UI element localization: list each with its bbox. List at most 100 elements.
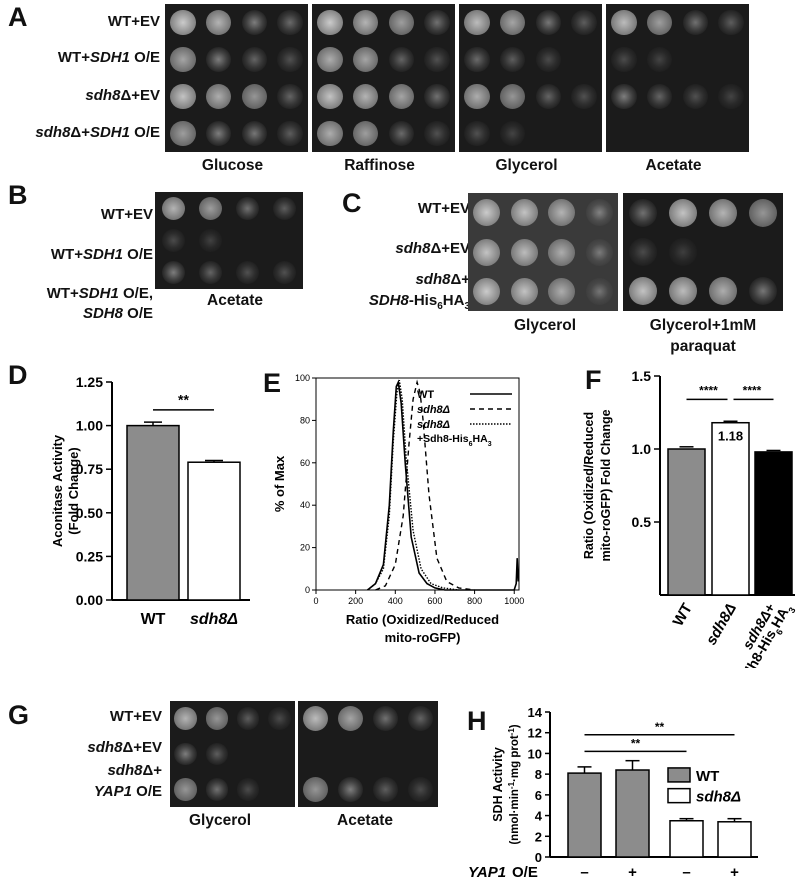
strain-b-1: WT+SDH1 O/E bbox=[50, 246, 153, 263]
y-tick-label: 1.25 bbox=[76, 374, 103, 390]
colony-spot bbox=[317, 120, 343, 147]
y-tick-label: 40 bbox=[300, 500, 310, 510]
colony-spot bbox=[241, 9, 268, 36]
y-tick-label: 0 bbox=[535, 850, 542, 865]
y-axis-label-2: (nmol·min-1·mg prot-1) bbox=[507, 724, 522, 844]
y-tick-label: 0.50 bbox=[76, 505, 103, 521]
cond-g-glycerol: Glycerol bbox=[188, 812, 252, 829]
significance-label-1: **** bbox=[699, 383, 718, 397]
colony-spot bbox=[241, 120, 268, 147]
y-tick-label: 0.75 bbox=[76, 461, 103, 477]
x-tick-label-wt: WT bbox=[670, 601, 696, 630]
colony-spot bbox=[241, 83, 268, 110]
cond-a-raffinose: Raffinose bbox=[344, 157, 415, 174]
strain-g-1: sdh8Δ+EV bbox=[87, 739, 162, 756]
colony-spot bbox=[235, 261, 260, 285]
bar-0 bbox=[567, 772, 602, 858]
y-tick-label: 2 bbox=[535, 829, 542, 844]
legend-sdh8-2: sdh8Δ bbox=[417, 419, 450, 431]
plate-c-glycerol-paraquat bbox=[623, 193, 783, 311]
colony-spot bbox=[708, 198, 738, 227]
bar-3 bbox=[717, 821, 752, 858]
strain-a-3: sdh8Δ+SDH1 O/E bbox=[35, 124, 160, 141]
colony-spot bbox=[198, 228, 223, 253]
strain-g-0: WT+EV bbox=[109, 708, 162, 725]
y-tick-label: 1.5 bbox=[632, 368, 652, 384]
plate-c-glycerol bbox=[468, 193, 618, 311]
colony-spot bbox=[473, 277, 501, 305]
bar-value-label: 1.18 bbox=[718, 429, 743, 444]
y-axis-label-2: (Fold Change) bbox=[66, 447, 81, 534]
colony-spot bbox=[205, 742, 229, 766]
bar-0 bbox=[667, 448, 706, 596]
colony-spot bbox=[205, 83, 232, 110]
colony-spot bbox=[499, 120, 526, 147]
y-tick-label: 12 bbox=[528, 726, 542, 741]
bar-sdh8Δ bbox=[187, 461, 241, 601]
plate-a-glucose bbox=[165, 4, 308, 152]
significance-label: ** bbox=[178, 392, 189, 408]
colony-spot bbox=[473, 238, 501, 266]
colony-spot bbox=[317, 9, 343, 36]
cond-a-acetate: Acetate bbox=[645, 157, 702, 174]
colony-spot bbox=[277, 9, 303, 36]
x-tick-label-sdh8: sdh8Δ bbox=[703, 601, 740, 649]
x-tick-label: 200 bbox=[348, 596, 363, 606]
colony-spot bbox=[548, 199, 576, 227]
significance-label-2: **** bbox=[743, 383, 762, 397]
y-tick-label: 0.25 bbox=[76, 548, 103, 564]
colony-spot bbox=[236, 707, 260, 730]
y-axis-label-1: Aconitase Activity bbox=[50, 434, 65, 547]
y-tick-label: 4 bbox=[535, 809, 543, 824]
y-tick-label: 14 bbox=[528, 705, 543, 720]
colony-spot bbox=[407, 706, 434, 732]
bar-2 bbox=[669, 820, 704, 858]
panel-letter-d: D bbox=[8, 360, 28, 390]
colony-spot bbox=[510, 277, 538, 305]
y-axis-label-2: mito-roGFP) Fold Change bbox=[599, 409, 613, 561]
y-tick-label: 20 bbox=[300, 543, 310, 553]
panel-letter-h: H bbox=[467, 706, 487, 736]
colony-spot bbox=[161, 228, 186, 253]
colony-spot bbox=[352, 120, 379, 147]
y-tick-label: 80 bbox=[300, 415, 310, 425]
colony-spot bbox=[464, 9, 490, 36]
colony-spot bbox=[388, 120, 415, 147]
bar-2 bbox=[754, 451, 793, 596]
x-tick-label: 1000 bbox=[504, 596, 524, 606]
colony-spot bbox=[372, 776, 399, 802]
colony-spot bbox=[236, 778, 260, 801]
panel-letter-a: A bbox=[8, 2, 28, 32]
colony-spot bbox=[272, 196, 297, 220]
x-tick-label: 0 bbox=[313, 596, 318, 606]
colony-spot bbox=[718, 9, 744, 36]
colony-spot bbox=[628, 277, 658, 306]
x-tick-label: WT bbox=[141, 611, 166, 628]
x-tick-label: 800 bbox=[467, 596, 482, 606]
series-dotted bbox=[367, 379, 459, 591]
colony-spot bbox=[352, 46, 379, 73]
x-tick-label: – bbox=[682, 864, 690, 881]
legend-sdh8: sdh8Δ bbox=[417, 404, 450, 416]
colony-spot bbox=[272, 261, 297, 285]
strain-g-2: sdh8Δ+ bbox=[107, 762, 162, 779]
strain-a-0: WT+EV bbox=[107, 13, 160, 30]
y-axis-label-1: Ratio (Oxidized/Reduced bbox=[582, 412, 596, 559]
colony-spot bbox=[424, 120, 450, 147]
series-dashed bbox=[375, 379, 475, 591]
x-tick-label: + bbox=[628, 864, 637, 881]
colony-spot bbox=[388, 83, 415, 110]
colony-spot bbox=[302, 776, 329, 802]
plate-a-acetate bbox=[606, 4, 749, 152]
colony-spot bbox=[611, 83, 637, 110]
colony-spot bbox=[277, 83, 303, 110]
colony-spot bbox=[337, 776, 364, 802]
x-tick-label: 600 bbox=[427, 596, 442, 606]
panel-letter-f: F bbox=[585, 365, 602, 395]
y-tick-label: 0.5 bbox=[632, 514, 652, 530]
colony-spot bbox=[277, 46, 303, 73]
legend-wt: WT bbox=[696, 768, 719, 785]
colony-spot bbox=[317, 83, 343, 110]
